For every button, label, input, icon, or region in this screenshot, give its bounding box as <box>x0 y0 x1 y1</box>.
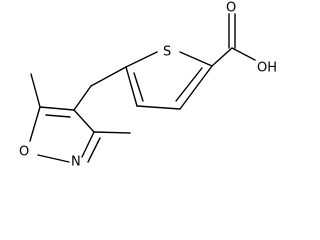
hydroxyl-label: OH <box>257 61 277 76</box>
isoxazole-c5-o-bond <box>29 106 41 142</box>
thiophene-c3-c2-inner-double <box>175 67 203 102</box>
ring-c-acid-c-bond <box>211 47 233 67</box>
isoxazole-o-n-bond <box>37 154 70 163</box>
isoxazole-n-c3-bond <box>81 131 95 158</box>
thiophene-c3-c2-bond <box>179 65 213 110</box>
isoxazole-c4-c5-double <box>45 114 71 118</box>
isoxazole-c3-c4-bond <box>73 109 95 133</box>
isoxazole-c4-c5-bond <box>39 106 75 111</box>
thiophene-c4-c3-bond <box>136 105 181 110</box>
c3-methyl-bond <box>93 131 131 134</box>
methyl-groups <box>30 73 131 134</box>
methylene-to-isoxazole-bond <box>73 85 92 111</box>
carboxylic-acid-group: O OH <box>211 1 277 76</box>
thiophene-c5-c4-bond <box>125 66 138 107</box>
isoxazole-oxygen-label: O <box>19 145 29 160</box>
thiophene-c4-c5-inner-double <box>133 72 144 102</box>
methylene-to-thiophene-bond <box>90 66 127 87</box>
isoxazole-n-c3-double <box>87 137 101 163</box>
thiophene-ring: S <box>125 45 213 110</box>
methylene-bridge <box>73 66 127 111</box>
acid-c-oh-bond <box>231 47 256 61</box>
thiophene-s-c5-bond <box>125 51 158 68</box>
isoxazole-nitrogen-label: N <box>71 155 81 170</box>
isoxazole-ring: O N <box>19 106 101 170</box>
molecule-diagram: O OH S O N <box>19 1 277 170</box>
c5-methyl-bond <box>30 73 41 108</box>
thiophene-c2-s-bond <box>179 51 213 67</box>
sulfur-label: S <box>163 45 171 60</box>
carbonyl-oxygen-label: O <box>226 1 236 16</box>
